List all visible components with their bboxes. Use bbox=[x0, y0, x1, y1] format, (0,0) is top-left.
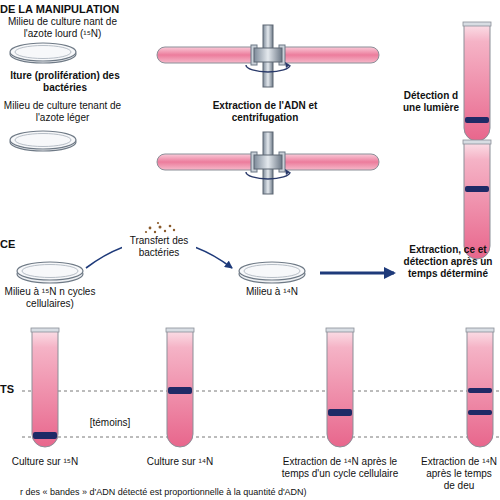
step-label: Extraction de l'ADN et centrifugation bbox=[180, 100, 350, 124]
node-text: Extraction, ce et détection après un tem… bbox=[396, 244, 500, 280]
section-heading: DE LA MANIPULATION bbox=[0, 3, 220, 16]
tube-caption: Extraction de ¹⁴N après le temps d'un cy… bbox=[270, 456, 410, 480]
step-label: lture (prolifération) des bactéries bbox=[0, 70, 130, 94]
edge-label: Transfert des bactéries bbox=[122, 235, 196, 259]
transfer-arrow bbox=[320, 272, 394, 275]
tube-caption: Extraction de ¹⁴N après le temps de deu bbox=[420, 456, 498, 492]
footnote: r des « bandes » d'ADN détecté est propo… bbox=[20, 487, 498, 498]
dish-icon bbox=[0, 260, 100, 286]
section-heading: TS bbox=[0, 383, 20, 396]
dish-icon bbox=[226, 260, 318, 286]
medium-label: Milieu de culture nant de l'azote lourd … bbox=[0, 16, 125, 40]
culture-dish: Milieu à ¹⁵N n cycles cellulaires) bbox=[0, 260, 100, 310]
node-text: Milieu à ¹⁴N bbox=[226, 286, 318, 298]
culture-dish: Milieu à ¹⁴N bbox=[226, 260, 318, 298]
medium-label: Milieu de culture tenant de l'azote lége… bbox=[0, 100, 125, 124]
step-box: Extraction, ce et détection après un tem… bbox=[396, 244, 500, 280]
tube-caption: Culture sur ¹⁴N bbox=[140, 456, 220, 468]
tube-caption: Culture sur ¹⁵N bbox=[5, 456, 85, 468]
section-heading: CE bbox=[0, 238, 60, 251]
node-text: Milieu à ¹⁵N n cycles cellulaires) bbox=[0, 286, 100, 310]
step-label: Détection d une lumière bbox=[400, 90, 462, 114]
control-label: [témoins] bbox=[75, 417, 145, 429]
